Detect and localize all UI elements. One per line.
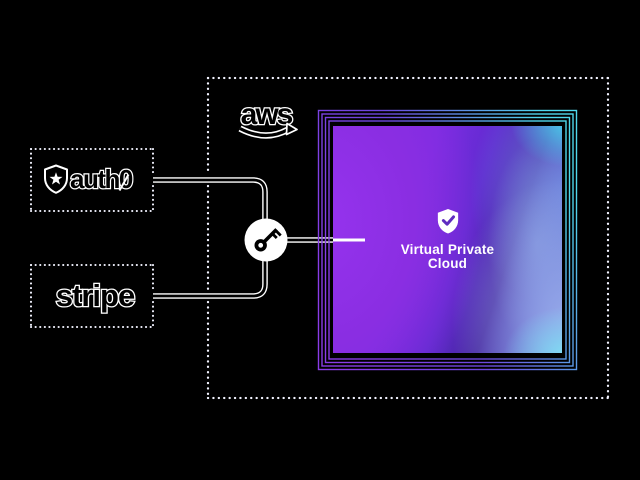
- connector-stripe-to-key: [153, 261, 268, 299]
- connector-auth0-to-key: [153, 177, 268, 219]
- auth0-shield-star-icon: [44, 164, 68, 194]
- vpc-title-line2: Cloud: [427, 256, 468, 271]
- auth0-node-border: [29, 147, 155, 213]
- auth0-zero-slash: [118, 174, 130, 191]
- aws-smile-icon: [238, 122, 298, 139]
- vpc-title-line1: Virtual Private: [400, 242, 495, 257]
- key-node-circle: [244, 218, 288, 262]
- key-node: [244, 218, 288, 262]
- key-icon: [254, 228, 282, 252]
- stripe-logo: stripe: [54, 277, 137, 315]
- stripe-node-border: [29, 263, 155, 329]
- auth0-logo: auth0: [44, 163, 136, 195]
- aws-logo: aws: [238, 97, 298, 139]
- aws-logo-text: aws: [241, 98, 293, 131]
- shield-check-icon: [437, 209, 458, 234]
- stripe-logo-text: stripe: [56, 278, 135, 313]
- vpc-title: Virtual Private Cloud: [401, 243, 495, 271]
- vpc-panel-content: Virtual Private Cloud: [333, 126, 562, 353]
- auth0-logo-text: auth0: [70, 164, 133, 194]
- vpc-panel: Virtual Private Cloud: [333, 126, 562, 353]
